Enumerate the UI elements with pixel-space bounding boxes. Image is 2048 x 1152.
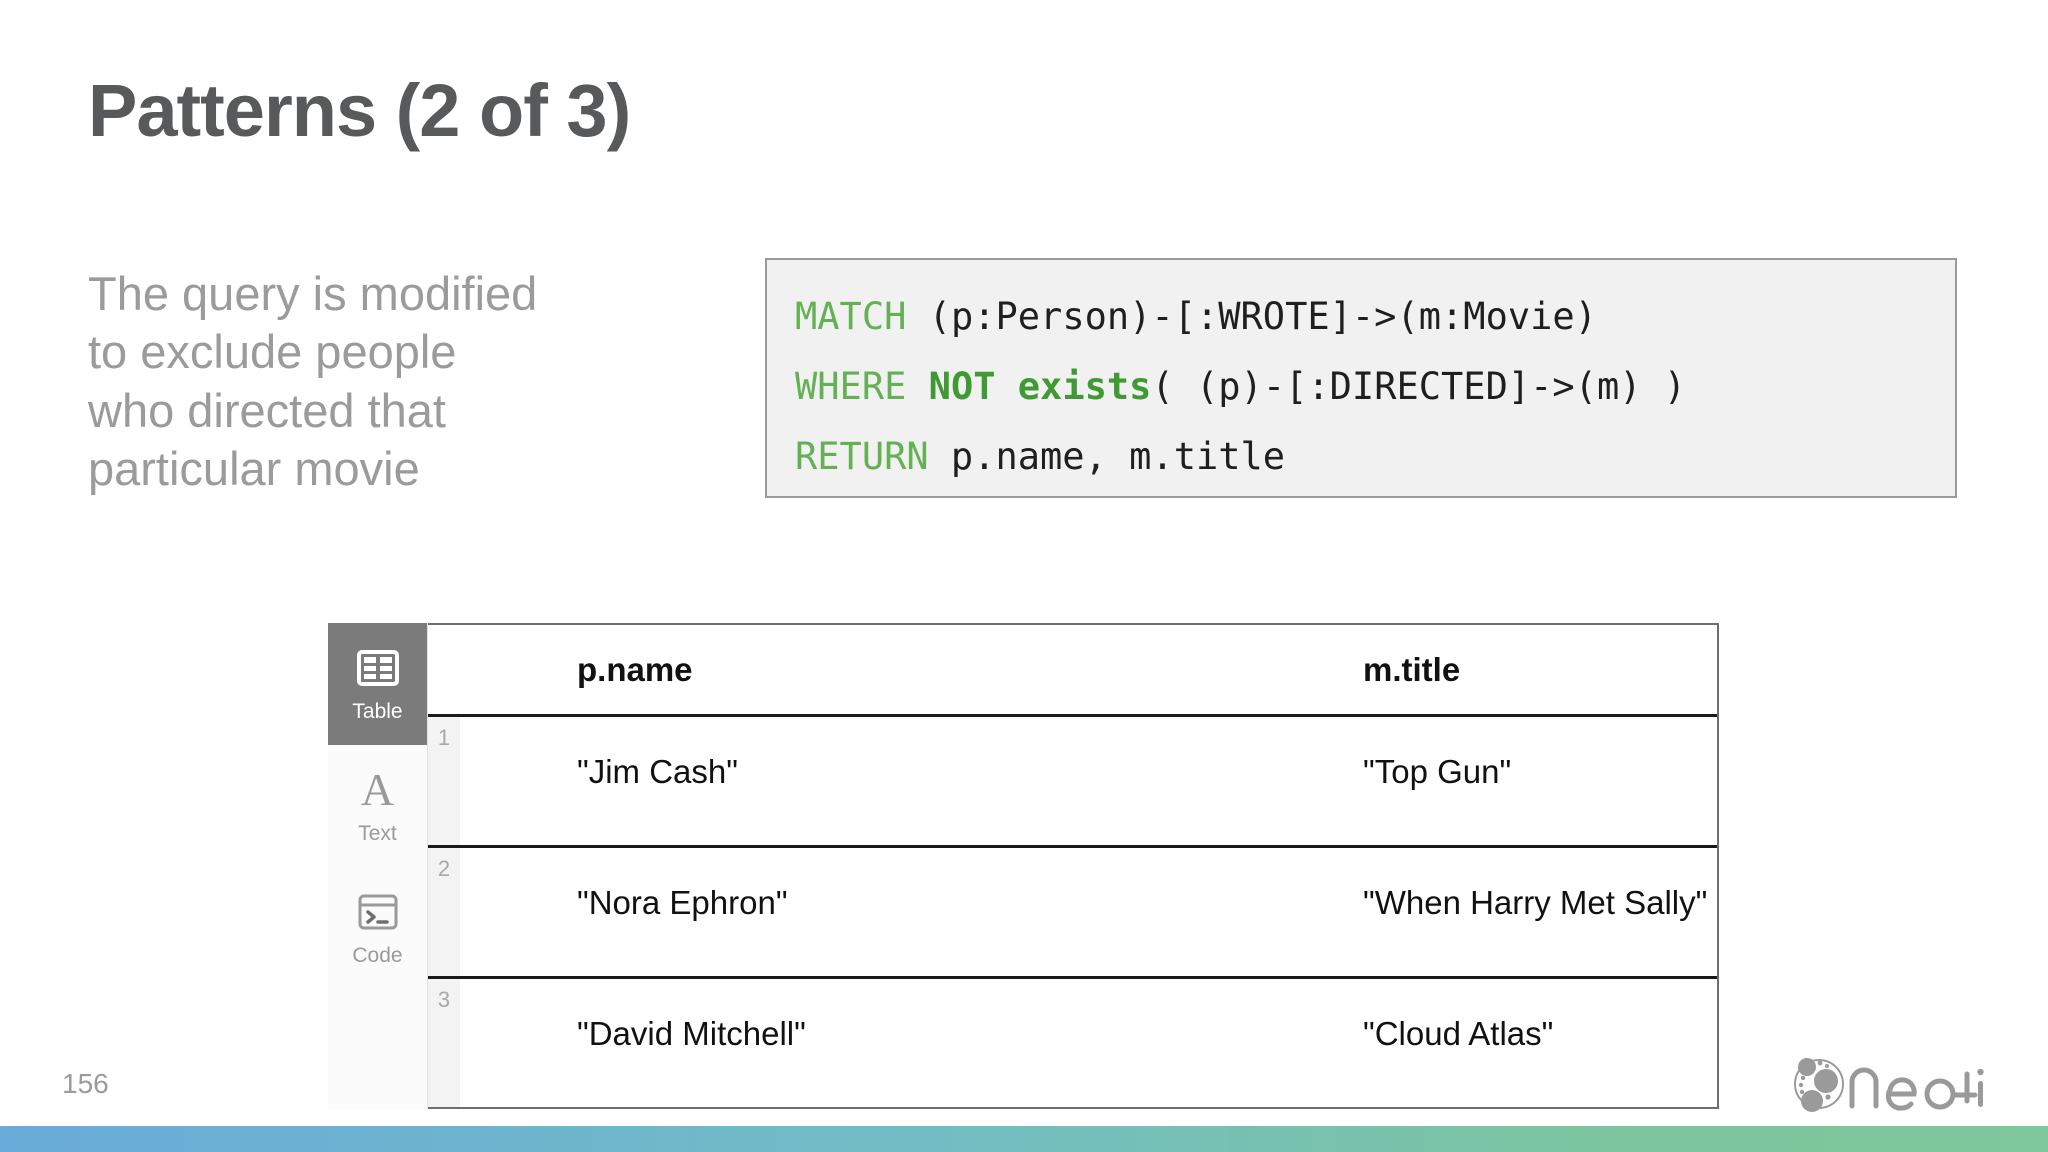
cell-p-name: "Jim Cash" — [577, 753, 738, 790]
row-number: 1 — [428, 717, 460, 845]
cell-m-title: "Top Gun" — [1363, 753, 1512, 790]
results-tab-code-label: Code — [352, 943, 403, 967]
letter-a-icon: A — [360, 763, 395, 815]
footer-gradient-bar — [0, 1126, 2048, 1152]
code-keyword-where: WHERE — [795, 365, 907, 408]
cypher-code-block: MATCH (p:Person)-[:WROTE]->(m:Movie)WHER… — [765, 258, 1957, 498]
code-line-3-rest: p.name, m.title — [928, 435, 1286, 478]
results-view-switcher: Table A Text Code — [328, 623, 428, 1109]
table-header-row: p.name m.title — [428, 625, 1717, 717]
lead-line-3: who directed that — [88, 383, 446, 437]
page-number: 156 — [62, 1068, 109, 1099]
results-tab-table-label: Table — [352, 699, 403, 723]
row-number: 3 — [428, 979, 460, 1107]
row-number: 2 — [428, 848, 460, 976]
code-line-2: WHERE NOT exists( (p)-[:DIRECTED]->(m) ) — [795, 352, 1929, 422]
code-line-3: RETURN p.name, m.title — [795, 422, 1929, 492]
code-line-2-rest: ( (p)-[:DIRECTED]->(m) ) — [1151, 365, 1687, 408]
lead-line-1: The query is modified — [88, 267, 538, 320]
cell-m-title: "Cloud Atlas" — [1363, 1015, 1554, 1052]
row-number-header — [428, 625, 460, 714]
cell-p-name: "Nora Ephron" — [577, 884, 788, 921]
code-line-1-rest: (p:Person)-[:WROTE]->(m:Movie) — [906, 295, 1597, 338]
code-keyword-not-exists: NOT exists — [906, 365, 1152, 408]
cell-p-name: "David Mitchell" — [577, 1015, 806, 1052]
cell-m-title: "When Harry Met Sally" — [1363, 884, 1708, 921]
results-tab-text[interactable]: A Text — [328, 745, 427, 867]
lead-line-2: to exclude people — [88, 325, 457, 379]
column-header-m-title[interactable]: m.title — [1363, 650, 1461, 688]
results-tab-table[interactable]: Table — [328, 623, 427, 745]
page-title: Patterns (2 of 3) — [88, 69, 631, 152]
code-keyword-return: RETURN — [795, 435, 929, 478]
neo4j-logo — [1790, 1056, 1990, 1112]
column-header-p-name[interactable]: p.name — [577, 650, 693, 688]
results-table: p.name m.title 1 "Jim Cash" "Top Gun" 2 … — [428, 623, 1719, 1109]
terminal-icon — [355, 889, 401, 935]
code-line-1: MATCH (p:Person)-[:WROTE]->(m:Movie) — [795, 282, 1929, 352]
table-row[interactable]: 3 "David Mitchell" "Cloud Atlas" — [428, 979, 1717, 1107]
results-panel: Table A Text Code — [328, 623, 1719, 1109]
results-tab-code[interactable]: Code — [328, 867, 427, 989]
table-row[interactable]: 1 "Jim Cash" "Top Gun" — [428, 717, 1717, 848]
lead-paragraph: The query is modified to exclude people … — [88, 265, 688, 498]
results-tab-text-label: Text — [358, 821, 397, 845]
code-keyword-match: MATCH — [795, 295, 907, 338]
table-grid-icon — [355, 645, 401, 691]
lead-line-4: particular movie — [88, 441, 420, 495]
table-row[interactable]: 2 "Nora Ephron" "When Harry Met Sally" — [428, 848, 1717, 979]
